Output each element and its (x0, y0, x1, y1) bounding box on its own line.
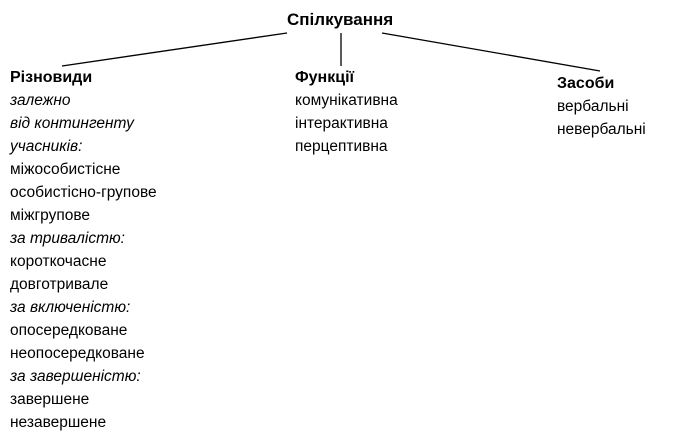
category-label: за завершеністю: (10, 368, 141, 385)
functions-heading: Функції (295, 69, 355, 86)
category-label: залежно (10, 92, 71, 109)
list-item: довготривале (10, 276, 109, 293)
list-item: особистісно-групове (10, 184, 157, 201)
category-label: від контингенту (10, 115, 134, 132)
list-item: опосередковане (10, 322, 128, 339)
types-list: залежно від контингенту учасників: міжособи… (10, 89, 157, 434)
list-item: перцептивна (295, 138, 388, 155)
list-item: вербальні (557, 98, 629, 115)
category-label: учасників: (10, 138, 83, 155)
list-item: невербальні (557, 121, 646, 138)
list-item: міжгрупове (10, 207, 91, 224)
types-branch: Різновиди залежно від контингенту учасникі… (10, 67, 157, 434)
list-item: короткочасне (10, 253, 107, 270)
list-item: неопосередковане (10, 345, 145, 362)
means-heading: Засоби (557, 75, 615, 92)
list-item: міжособистісне (10, 161, 121, 178)
means-list: вербальні невербальні (557, 95, 646, 141)
means-branch: Засоби вербальні невербальні (557, 73, 646, 141)
category-label: за включеністю: (10, 299, 131, 316)
list-item: завершене (10, 391, 90, 408)
list-item: комунікативна (295, 92, 398, 109)
functions-list: комунікативна інтерактивна перцептивна (295, 89, 398, 158)
list-item: незавершене (10, 414, 107, 431)
connector-to-types (61, 32, 288, 67)
functions-branch: Функції комунікативна інтерактивна перцепт… (295, 67, 398, 158)
category-label: за тривалістю: (10, 230, 125, 247)
connector-to-means (381, 32, 601, 72)
types-heading: Різновиди (10, 69, 93, 86)
list-item: інтерактивна (295, 115, 388, 132)
root-node-title: Спілкування (287, 10, 394, 29)
